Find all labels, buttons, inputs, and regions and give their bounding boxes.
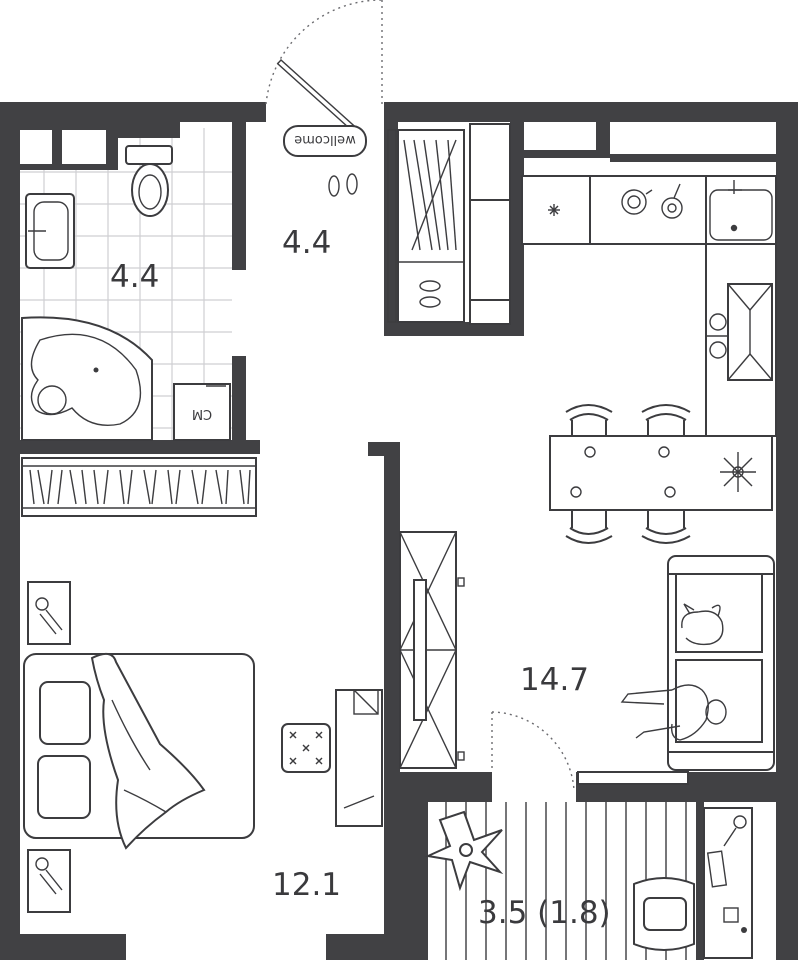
dining-table [549, 435, 773, 511]
bedroom-wardrobe [21, 457, 257, 517]
hall-shelves [469, 123, 511, 325]
nightstand-bottom [27, 849, 71, 913]
shoes-icon [419, 280, 441, 308]
cat-icon [681, 603, 724, 646]
room-area-balcony: 3.5 (1.8) [478, 895, 611, 931]
kitchen-counter [521, 175, 777, 245]
toilet [125, 145, 173, 217]
room-area-kitchen-living: 14.7 [520, 662, 589, 698]
double-bed [23, 652, 255, 850]
balcony-door [491, 711, 689, 791]
walls [0, 102, 798, 960]
doormat: wellcome [283, 125, 367, 157]
hall-wardrobe [387, 129, 465, 323]
room-area-bathroom: 4.4 [110, 259, 159, 295]
sofa [667, 555, 775, 771]
balcony-desk [703, 807, 753, 959]
nightstand-top [27, 581, 71, 645]
plant-icon [424, 810, 504, 892]
fridge-icon [548, 204, 560, 216]
wall-niches [24, 124, 774, 164]
bedroom-ottoman [281, 723, 331, 773]
entrance-door [265, 0, 383, 132]
kitchen-sink [709, 180, 773, 241]
room-area-bedroom: 12.1 [272, 867, 341, 903]
bathtub [21, 316, 153, 441]
dining-chairs [565, 404, 691, 544]
tv-cabinet [399, 531, 465, 769]
room-area-hall: 4.4 [282, 225, 331, 261]
washer-label: СМ [192, 406, 212, 421]
cooktop [621, 183, 683, 219]
doormat-text: wellcome [294, 132, 356, 147]
sink [25, 193, 75, 269]
slippers-icon [328, 173, 358, 197]
person-on-sofa-icon [620, 684, 727, 741]
bedroom-desk [335, 689, 383, 827]
washing-machine: СМ [173, 383, 231, 441]
flower-vase-icon [720, 452, 756, 492]
kitchen-column [705, 243, 777, 437]
balcony-armchair [633, 877, 695, 951]
